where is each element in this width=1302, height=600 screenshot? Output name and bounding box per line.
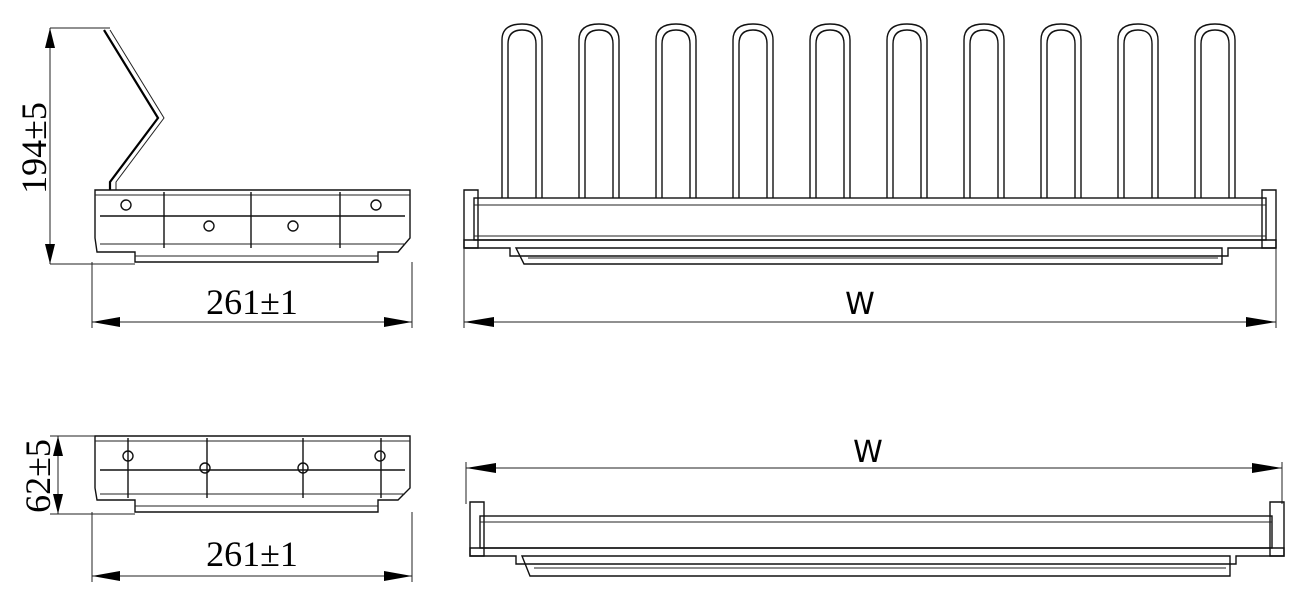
top-front-view: W (463, 23, 1277, 328)
plate-divider (655, 23, 697, 198)
plate-divider (1117, 23, 1159, 198)
dimension-label-height: 194±5 (14, 102, 54, 194)
plate-divider (809, 23, 851, 198)
hook-icon (297, 462, 309, 474)
plate-divider (1040, 23, 1082, 198)
hook-icon (199, 462, 211, 474)
hook-icon (287, 220, 299, 232)
plate-divider (501, 23, 543, 198)
hook-icon (203, 220, 215, 232)
plate-divider (963, 23, 1005, 198)
dimension-label-width: W (845, 287, 875, 322)
bottom-front-view: W (465, 435, 1285, 577)
hook-icon (370, 199, 382, 211)
bottom-side-view: 62±5 261±1 (18, 435, 413, 582)
dimension-label-height: 62±5 (18, 439, 58, 513)
plate-divider (732, 23, 774, 198)
hook-icon (122, 450, 134, 462)
dimension-label-depth: 261±1 (206, 534, 298, 574)
hook-icon (374, 450, 386, 462)
plate-divider (886, 23, 928, 198)
plate-divider (578, 23, 620, 198)
hook-icon (120, 199, 132, 211)
top-side-view: 194±5 261±1 (14, 27, 413, 328)
plate-divider (1194, 23, 1236, 198)
dimension-label-depth: 261±1 (206, 282, 298, 322)
dimension-label-width: W (853, 435, 883, 470)
